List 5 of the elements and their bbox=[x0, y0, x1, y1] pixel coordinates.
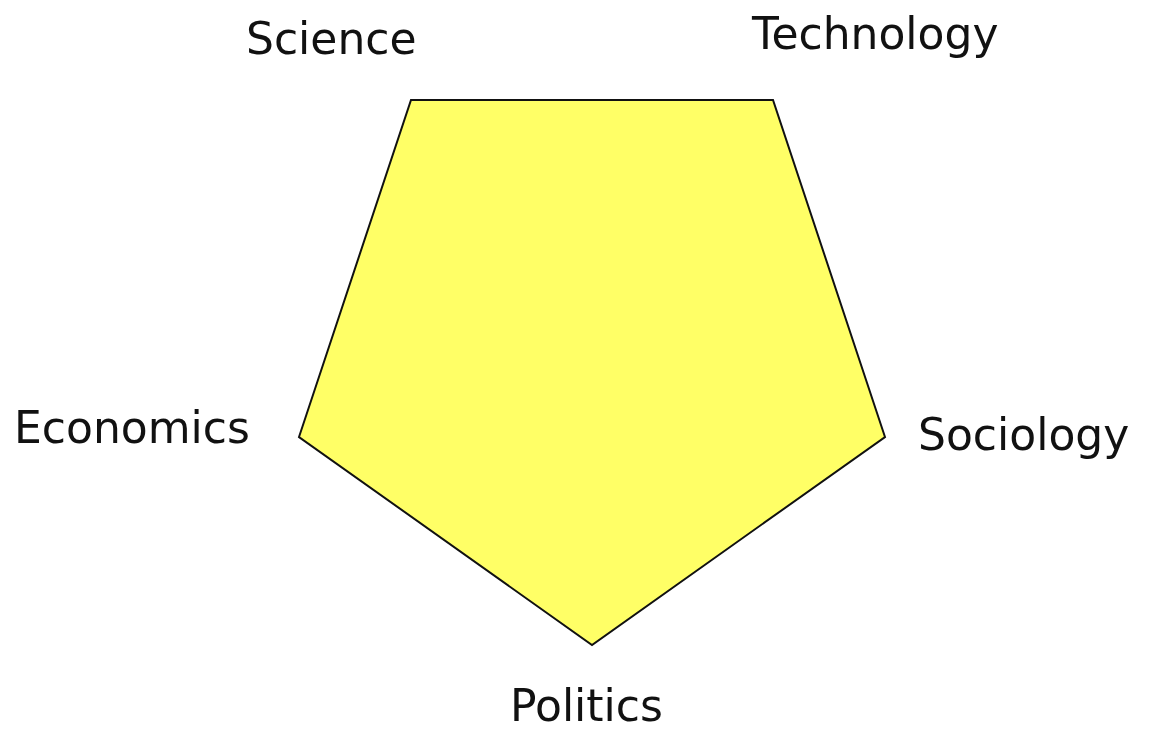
vertex-label: Technology bbox=[752, 12, 999, 56]
vertex-label: Sociology bbox=[918, 413, 1130, 457]
vertex-label: Politics bbox=[510, 684, 663, 728]
vertex-label: Economics bbox=[14, 406, 250, 450]
vertex-label: Science bbox=[246, 17, 417, 61]
